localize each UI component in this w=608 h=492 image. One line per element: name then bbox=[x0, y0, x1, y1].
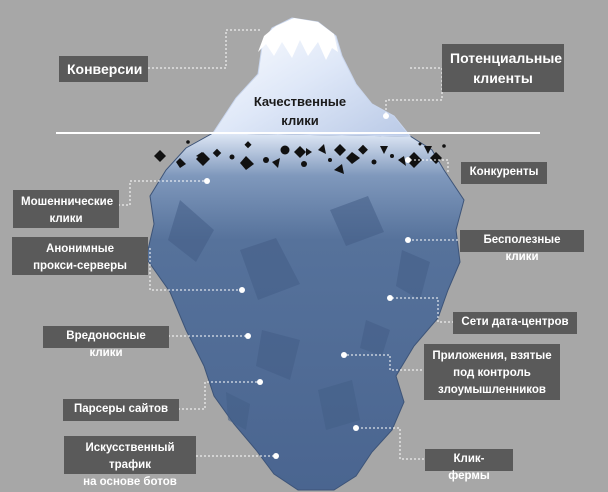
debris-shapes bbox=[154, 140, 446, 174]
iceberg-snow-cap bbox=[258, 18, 338, 60]
data-center-networks-label: Сети дата-центров bbox=[453, 312, 577, 334]
hijacked-apps-label: Приложения, взятые под контроль злоумышл… bbox=[424, 344, 560, 400]
iceberg-facets bbox=[168, 196, 430, 430]
connector-lines bbox=[118, 29, 462, 460]
anonymous-proxies-label: Анонимные прокси-серверы bbox=[12, 237, 148, 275]
potential-clients-label: Потенциальные клиенты bbox=[442, 44, 564, 92]
useless-clicks-label: Бесполезные клики bbox=[460, 230, 584, 263]
competitors-label: Конкуренты bbox=[461, 162, 547, 184]
malicious-clicks-label: Вредоносные клики bbox=[43, 326, 169, 359]
site-scrapers-label: Парсеры сайтов bbox=[63, 399, 179, 421]
conversions-label: Конверсии bbox=[59, 56, 148, 82]
bot-traffic-label: Искусственный трафик на основе ботов bbox=[64, 436, 196, 488]
quality-clicks-label: Качественные клики bbox=[253, 94, 347, 128]
connector-dots bbox=[204, 113, 411, 459]
fraud-clicks-label: Мошеннические клики bbox=[13, 190, 119, 228]
click-farms-label: Клик-фермы bbox=[425, 449, 513, 482]
